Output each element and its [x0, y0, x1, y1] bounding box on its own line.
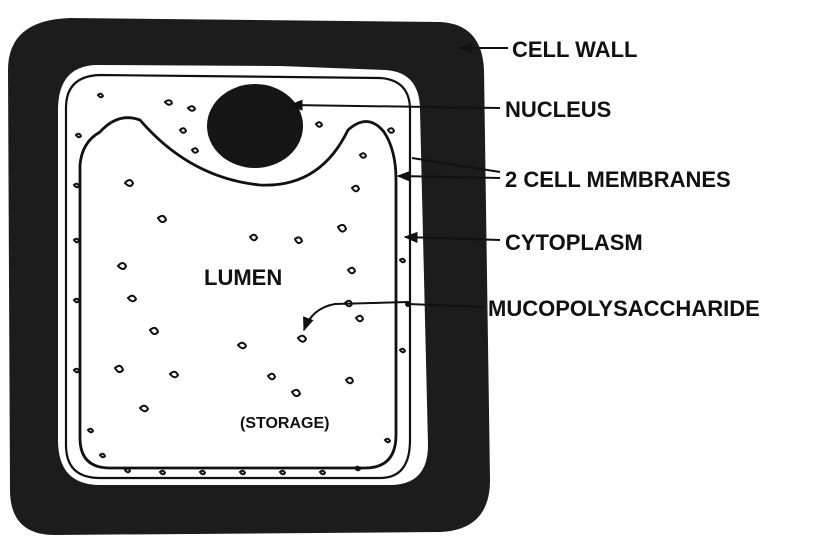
cell-wall-label: CELL WALL [512, 37, 637, 62]
cytoplasm-label: CYTOPLASM [505, 230, 643, 255]
storage-label: (STORAGE) [240, 415, 329, 432]
mucopolysaccharide-label: MUCOPOLYSACCHARIDE [488, 296, 760, 321]
mucopolysaccharide-dot [405, 301, 411, 307]
lumen-label: LUMEN [204, 265, 282, 290]
nucleus [207, 84, 303, 168]
nucleus-label: NUCLEUS [505, 97, 611, 122]
cell-membranes-label: 2 CELL MEMBRANES [505, 167, 731, 192]
